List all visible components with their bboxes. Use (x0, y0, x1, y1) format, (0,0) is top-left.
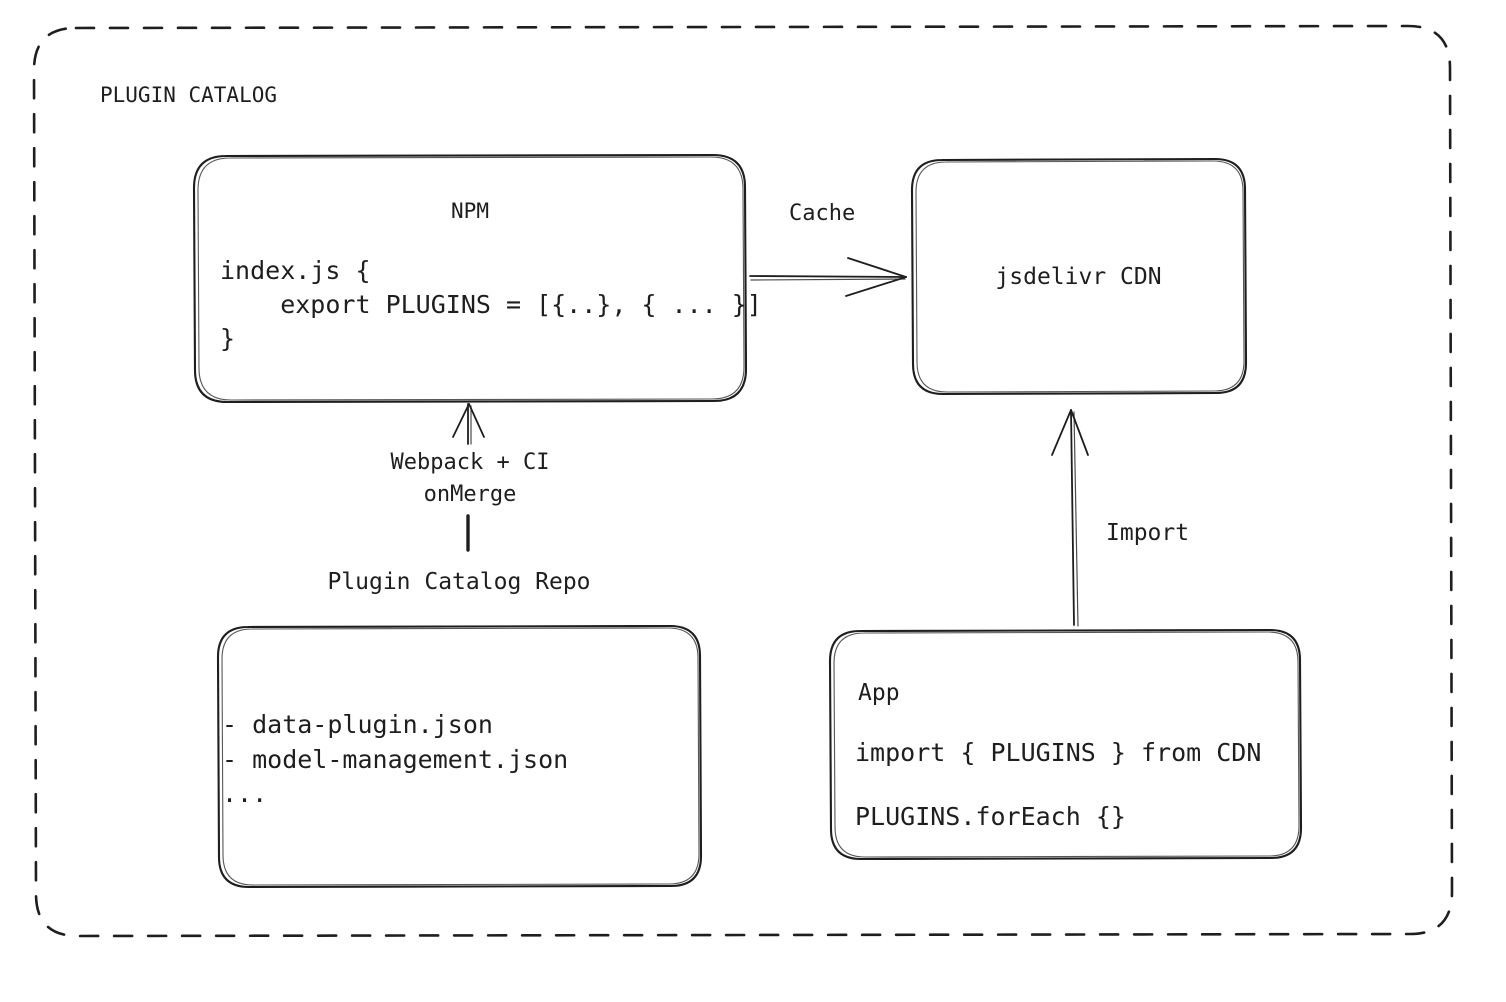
node-app-code-line-2: PLUGINS.forEach {} (855, 802, 1126, 831)
edge-cache-arrow (749, 257, 907, 297)
group-title: PLUGIN CATALOG (100, 83, 278, 107)
node-app-code-line-1: import { PLUGINS } from CDN (855, 738, 1262, 767)
node-cdn-title: jsdelivr CDN (995, 264, 1162, 290)
node-npm-title: NPM (451, 199, 489, 223)
node-repo-caption: Plugin Catalog Repo (327, 569, 591, 595)
edge-import-label: Import (1106, 520, 1190, 546)
node-npm-code: index.js { export PLUGINS = [{..}, { ...… (220, 256, 762, 353)
node-app-title: App (858, 680, 900, 706)
edge-cache-label: Cache (789, 201, 856, 226)
edge-build-label: Webpack + CI onMerge (390, 450, 550, 507)
node-repo-files: - data-plugin.json - model-management.js… (222, 710, 569, 808)
edge-import-arrow (1051, 409, 1089, 627)
